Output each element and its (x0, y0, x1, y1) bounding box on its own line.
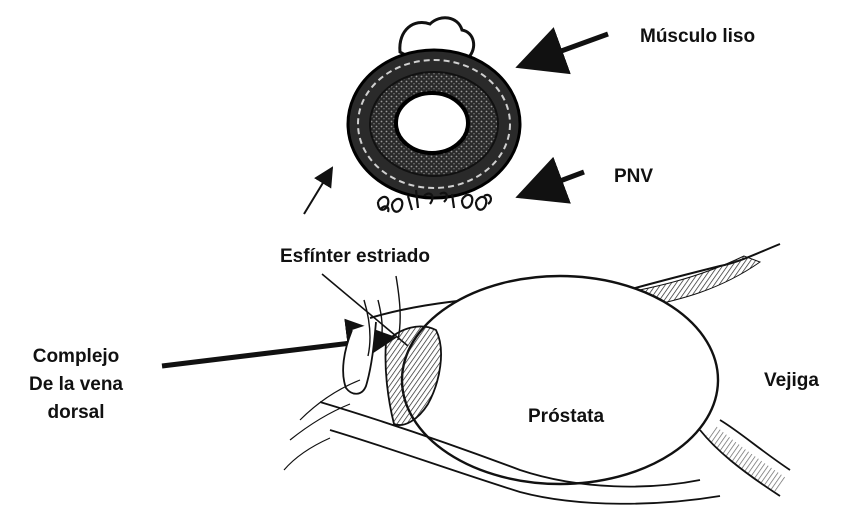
striated-sphincter-arrow (304, 168, 332, 214)
dorsal-vein-label-line3: dorsal (47, 402, 104, 423)
prostate-label: Próstata (528, 406, 604, 427)
urethra-cross-section (348, 18, 520, 212)
dorsal-vein-label-line1: Complejo (33, 346, 120, 367)
striated-sphincter-label: Esfínter estriado (280, 246, 430, 267)
pelvic-anatomy-drawing (284, 244, 790, 504)
dorsal-vein-label-line2: De la vena (29, 374, 123, 395)
pnv-label: PNV (614, 166, 653, 187)
dorsal-vein-loop (343, 322, 376, 394)
smooth-muscle-label: Músculo liso (640, 26, 755, 47)
prostate-gland (402, 276, 718, 484)
bladder-label: Vejiga (764, 370, 819, 391)
urethral-lumen (396, 93, 468, 153)
pnv-arrow (520, 172, 584, 196)
smooth-muscle-arrow (520, 34, 608, 66)
